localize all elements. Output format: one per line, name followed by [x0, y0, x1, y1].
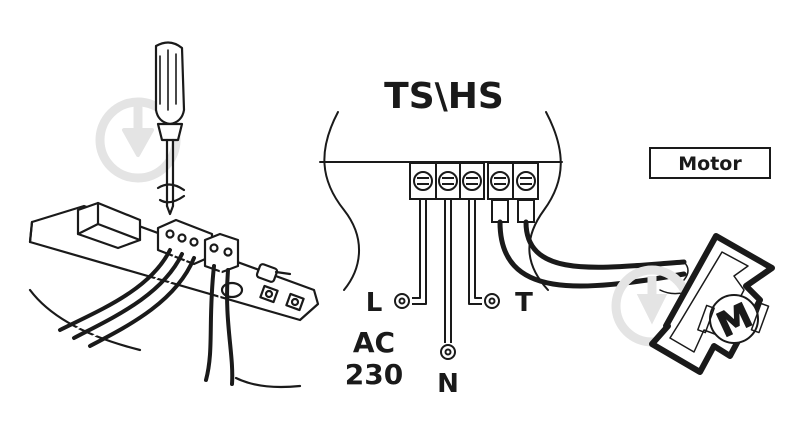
motor-icon: M	[649, 233, 775, 375]
terminal-label-N: N	[437, 369, 459, 399]
supply-wires	[394, 199, 500, 360]
cable-bundle-left	[58, 248, 196, 348]
terminal-label-T: T	[515, 288, 533, 318]
motor-label-box: Motor	[649, 147, 771, 179]
motor-label: Motor	[678, 153, 742, 175]
terminal-label-L: L	[366, 288, 383, 318]
terminal-block-motor	[487, 162, 539, 223]
diagram-title: TS\HS	[384, 76, 504, 117]
terminal-block-supply	[409, 162, 485, 200]
pcb-illustration	[28, 41, 320, 389]
motor-cable	[497, 219, 689, 295]
screwdriver-icon	[154, 41, 186, 216]
supply-label-voltage: 230	[345, 358, 403, 391]
cable-bundle-right	[204, 264, 235, 386]
supply-label-ac: AC	[353, 326, 395, 359]
